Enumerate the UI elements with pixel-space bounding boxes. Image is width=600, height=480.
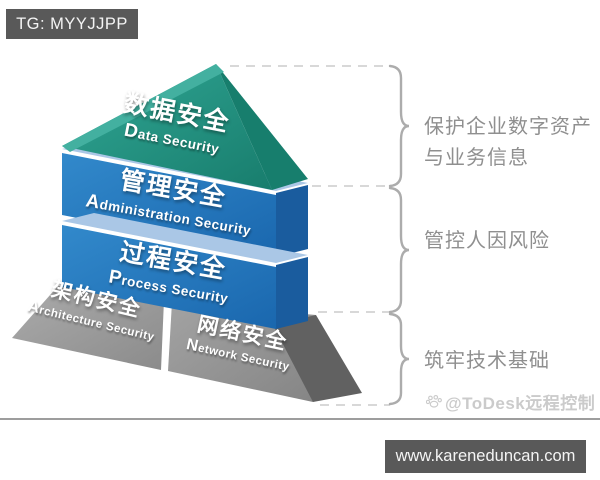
tg-handle-badge: TG: MYYJJPP xyxy=(6,9,138,39)
website-text: www.kareneduncan.com xyxy=(395,447,576,465)
annotation-human-risk: 管控人因风险 xyxy=(424,226,599,257)
annotation-tech-foundation: 筑牢技术基础 xyxy=(424,346,599,377)
architecture-base-face xyxy=(12,286,164,370)
process-side-face xyxy=(276,257,308,329)
todesk-paw-icon xyxy=(426,394,442,408)
tg-handle-text: TG: MYYJJPP xyxy=(16,14,128,33)
roof-front-face xyxy=(62,64,272,190)
annotation-data-protection: 保护企业数字资产 与业务信息 xyxy=(424,112,599,174)
annotation-line: 筑牢技术基础 xyxy=(424,350,550,372)
brace-top xyxy=(388,64,410,188)
network-base-side-face xyxy=(273,315,362,402)
todesk-watermark: @ToDesk远程控制 xyxy=(426,390,596,413)
brace-bottom xyxy=(388,312,410,406)
administration-front-face xyxy=(62,153,276,257)
brace-middle xyxy=(388,186,410,314)
administration-side-face xyxy=(276,185,308,257)
roof-side-face xyxy=(216,64,308,190)
process-top-face xyxy=(62,213,308,263)
annotation-line: 管控人因风险 xyxy=(424,230,550,252)
footer-separator-line xyxy=(0,418,600,420)
process-front-face xyxy=(62,225,276,329)
watermark-text: @ToDesk远程控制 xyxy=(445,393,596,413)
annotation-line: 保护企业数字资产 xyxy=(424,116,592,138)
website-badge: www.kareneduncan.com xyxy=(385,440,586,473)
dashed-leader-lines xyxy=(230,65,390,406)
annotation-line: 与业务信息 xyxy=(424,147,529,169)
roof-ridge-highlight xyxy=(62,64,224,152)
annotation-braces xyxy=(388,64,410,406)
